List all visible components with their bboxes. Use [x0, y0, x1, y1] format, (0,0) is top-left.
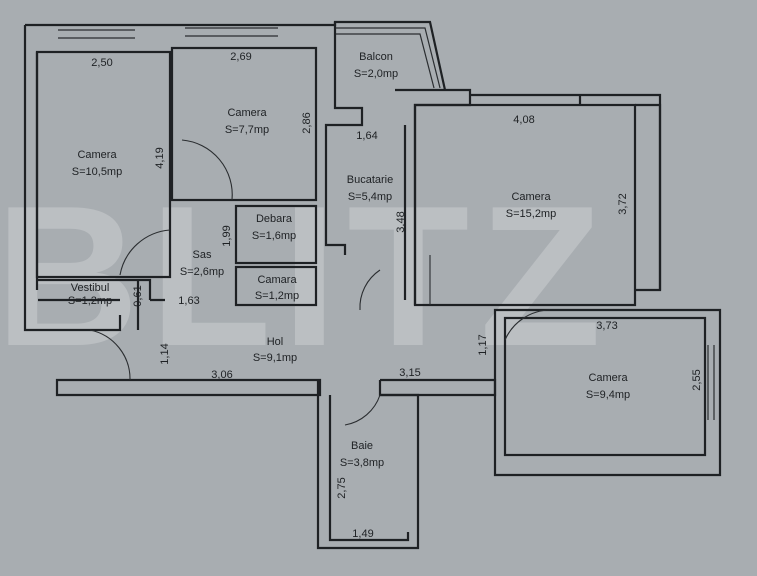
dim: 1,64	[356, 130, 377, 142]
dim: 0,61	[132, 285, 144, 306]
svg-text:S=3,8mp: S=3,8mp	[340, 457, 384, 469]
doors	[89, 139, 551, 426]
dim: 4,08	[513, 114, 534, 126]
svg-text:Camera: Camera	[77, 149, 117, 161]
walls	[23, 20, 722, 550]
dim: 3,15	[399, 367, 420, 379]
dim: 3,72	[617, 193, 629, 214]
dim: 2,55	[691, 369, 703, 390]
svg-text:Vestibul: Vestibul	[71, 282, 110, 294]
svg-text:S=1,6mp: S=1,6mp	[252, 230, 296, 242]
dim: 1,63	[178, 295, 199, 307]
dim: 3,73	[596, 320, 617, 332]
svg-text:S=1,2mp: S=1,2mp	[68, 295, 112, 307]
svg-text:S=1,2mp: S=1,2mp	[255, 290, 299, 302]
dim: 2,86	[301, 112, 313, 133]
svg-text:S=9,1mp: S=9,1mp	[253, 352, 297, 364]
dim: 3,48	[395, 211, 407, 232]
svg-text:S=2,0mp: S=2,0mp	[354, 68, 398, 80]
dim: 3,06	[211, 369, 232, 381]
svg-text:Camera: Camera	[588, 372, 628, 384]
dim: 1,14	[159, 343, 171, 364]
dim: 1,99	[221, 225, 233, 246]
svg-text:S=15,2mp: S=15,2mp	[506, 208, 556, 220]
svg-text:S=9,4mp: S=9,4mp	[586, 389, 630, 401]
svg-text:Camara: Camara	[257, 274, 297, 286]
svg-text:S=10,5mp: S=10,5mp	[72, 166, 122, 178]
svg-text:Camera: Camera	[511, 191, 551, 203]
dim: 2,50	[91, 57, 112, 69]
svg-text:Bucatarie: Bucatarie	[347, 174, 393, 186]
svg-text:Balcon: Balcon	[359, 51, 393, 63]
svg-text:Debara: Debara	[256, 213, 293, 225]
dim: 4,19	[154, 147, 166, 168]
dim: 1,17	[477, 334, 489, 355]
svg-text:S=5,4mp: S=5,4mp	[348, 191, 392, 203]
svg-text:S=7,7mp: S=7,7mp	[225, 124, 269, 136]
svg-text:Baie: Baie	[351, 440, 373, 452]
svg-text:Sas: Sas	[193, 249, 212, 261]
dim: 2,69	[230, 51, 251, 63]
dim: 2,75	[336, 477, 348, 498]
svg-text:Camera: Camera	[227, 107, 267, 119]
dimension-labels: 2,50 2,69 4,19 2,86 1,64 3,48 4,08 3,72 …	[91, 51, 703, 540]
svg-text:S=2,6mp: S=2,6mp	[180, 266, 224, 278]
dim: 1,49	[352, 528, 373, 540]
svg-text:Hol: Hol	[267, 336, 284, 348]
